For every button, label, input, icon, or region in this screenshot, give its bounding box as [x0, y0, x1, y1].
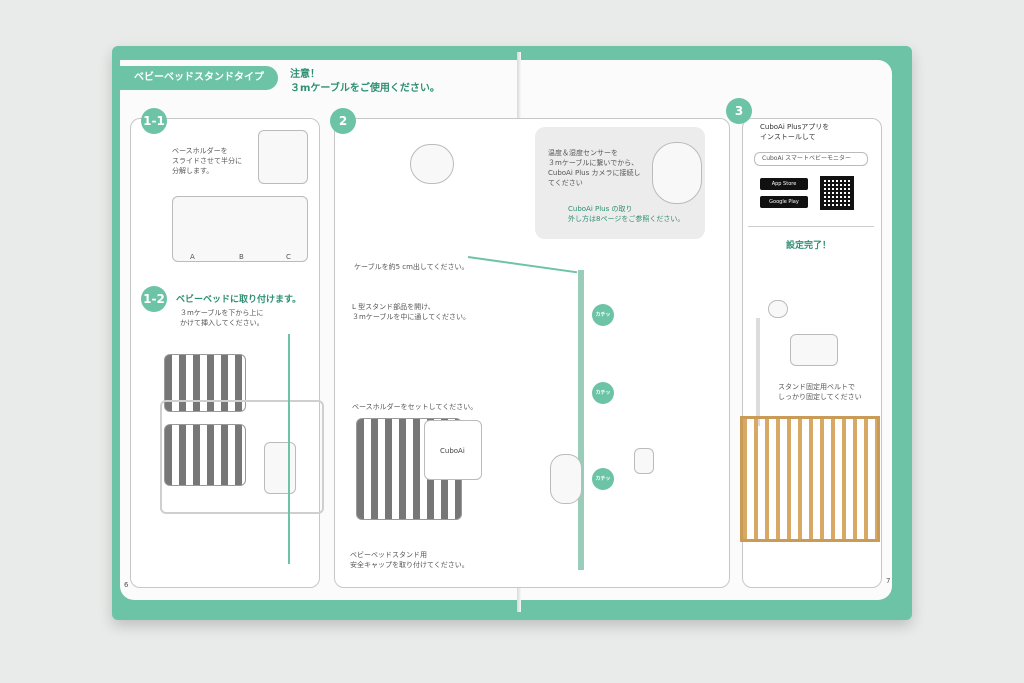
click-label-2: カチッ [592, 382, 614, 404]
divider [748, 226, 874, 227]
panel-step-1 [130, 118, 320, 588]
base-holder-note: ベースホルダーをセットしてください。 [352, 403, 478, 411]
crib-outline [160, 400, 324, 514]
cable-warning: 注意！ ３mケーブルをご使用ください。 [290, 69, 440, 94]
section-tag: ベビーベッドスタンドタイプ [120, 66, 278, 90]
belt-note: スタンド固定用ベルトで しっかり固定してください [778, 383, 862, 401]
click-label-1: カチッ [592, 304, 614, 326]
part-a-label: A [190, 253, 195, 261]
power-adapter [634, 448, 654, 474]
step-2-badge: 2 [330, 108, 356, 134]
qr-code [820, 176, 854, 210]
click-label-3: カチッ [592, 468, 614, 490]
cuboai-brand: CuboAi [440, 447, 465, 455]
cuboai-holder [424, 420, 482, 480]
step-1-2-title: ベビーベッドに取り付けます。 [176, 295, 302, 305]
part-c-label: C [286, 253, 291, 261]
stand-pole [578, 270, 584, 570]
camera-illustration [410, 144, 454, 184]
removal-note-link: CuboAi Plus の取り 外し方は8ページをご参照ください。 [568, 205, 685, 223]
slide-illustration [258, 130, 308, 184]
l-stand-note: L 型スタンド部品を開け、 ３mケーブルを中に通してください。 [352, 303, 470, 321]
step-1-1-badge: 1-1 [141, 108, 167, 134]
cable-line [288, 334, 290, 564]
page-number-left: 6 [124, 581, 129, 589]
step-1-1-text: ベースホルダーを スライドさせて半分に 分解します。 [172, 147, 242, 175]
app-search-bar [754, 152, 868, 166]
install-app-text: CuboAi Plusアプリを インストールして [760, 123, 830, 141]
app-store-badge: App Store [760, 178, 808, 190]
holder-mounted [264, 442, 296, 494]
google-play-badge: Google Play [760, 196, 808, 208]
step-1-2-text: ３mケーブルを下から上に かけて挿入してください。 [180, 309, 264, 327]
crib-rail-top [164, 354, 246, 412]
parts-illustration [172, 196, 308, 262]
step-3-badge: 3 [726, 98, 752, 124]
stand-pole-photo [756, 318, 760, 426]
sensor-note-text: 温度＆湿度センサーを ３mケーブルに繋いでから、 CuboAi Plus カメラ… [548, 149, 641, 187]
step-1-2-badge: 1-2 [141, 286, 167, 312]
app-search-text: CuboAi スマートベビーモニター [762, 155, 851, 162]
wooden-crib [740, 416, 880, 542]
crib-rail-bottom [164, 424, 246, 486]
cable-length-note: ケーブルを約5 cm出してください。 [354, 263, 469, 271]
holder-on-stand [550, 454, 582, 504]
camera-photo [768, 300, 788, 318]
sensor-camera-closeup [652, 142, 702, 204]
page-number-right: 7 [886, 577, 891, 585]
safety-cap-note: ベビーベッドスタンド用 安全キャップを取り付けてください。 [350, 551, 469, 569]
part-b-label: B [239, 253, 244, 261]
setup-complete: 設定完了！ [786, 241, 832, 251]
belt-closeup [790, 334, 838, 366]
